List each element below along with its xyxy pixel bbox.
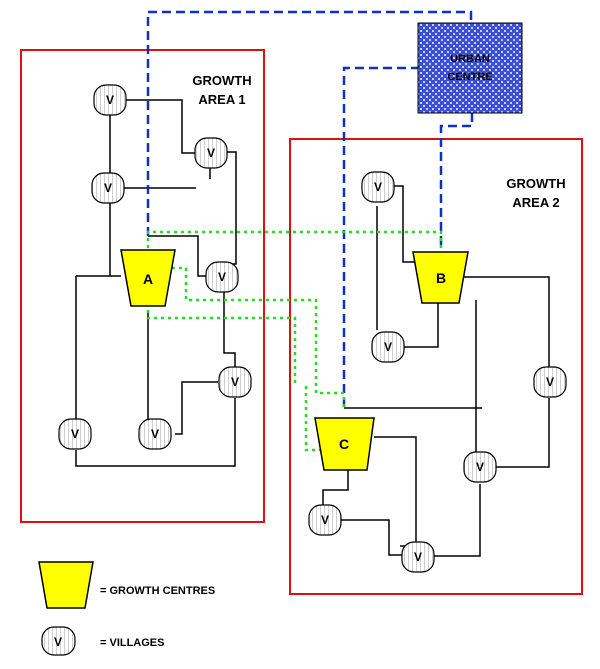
growth-centre-b: B — [412, 251, 469, 304]
growth-area-2-boundary — [289, 138, 583, 595]
village-node: V — [361, 171, 395, 203]
legend-villages-text: = VILLAGES — [100, 637, 165, 649]
legend: = GROWTH CENTRES V = VILLAGES — [38, 561, 215, 656]
growth-area-1-label-line2: AREA 1 — [198, 92, 245, 107]
village-label: V — [321, 513, 329, 527]
village-label: V — [207, 146, 215, 160]
village-node: V — [205, 261, 239, 293]
urban-centre-label-line2: CENTRE — [447, 71, 492, 83]
village-label: V — [71, 427, 79, 441]
legend-village-symbol: V — [41, 626, 76, 656]
village-node: V — [91, 172, 125, 204]
urban-centre-label-line1: URBAN — [450, 53, 490, 65]
growth-area-2-label-line2: AREA 2 — [512, 195, 559, 210]
village-label: V — [374, 180, 382, 194]
village-node: V — [308, 504, 342, 536]
centre-links — [146, 230, 443, 452]
village-label: V — [231, 375, 239, 389]
growth-centre-a: A — [120, 249, 176, 307]
legend-growth-centre-symbol — [38, 561, 94, 609]
growth-centre-b-label: B — [436, 270, 446, 286]
village-label: V — [106, 93, 114, 107]
growth-centre-a-label: A — [143, 271, 153, 287]
village-label: V — [151, 427, 159, 441]
growth-centre-c-label: C — [339, 436, 349, 452]
road-links — [75, 99, 550, 557]
growth-area-2-label-line1: GROWTH — [506, 176, 565, 191]
village-node: V — [401, 541, 435, 573]
village-node: V — [138, 418, 172, 450]
village-label: V — [384, 340, 392, 354]
growth-area-1-boundary — [20, 49, 265, 523]
growth-area-1-label-line1: GROWTH — [192, 73, 251, 88]
village-node: V — [218, 366, 252, 398]
urban-links — [146, 10, 474, 408]
village-node: V — [93, 84, 127, 116]
village-label: V — [546, 375, 554, 389]
village-label: V — [104, 181, 112, 195]
villages: V V V V V V V V V V V V V — [58, 84, 567, 573]
village-node: V — [194, 137, 228, 169]
village-node: V — [533, 366, 567, 398]
village-node: V — [58, 418, 92, 450]
legend-village-label: V — [54, 635, 62, 649]
village-label: V — [218, 270, 226, 284]
village-node: V — [463, 451, 497, 483]
village-label: V — [476, 460, 484, 474]
growth-centre-c: C — [314, 417, 375, 471]
urban-centre: URBAN CENTRE — [417, 22, 523, 114]
legend-growth-centres-text: = GROWTH CENTRES — [100, 585, 215, 597]
village-label: V — [414, 550, 422, 564]
village-node: V — [371, 331, 405, 363]
